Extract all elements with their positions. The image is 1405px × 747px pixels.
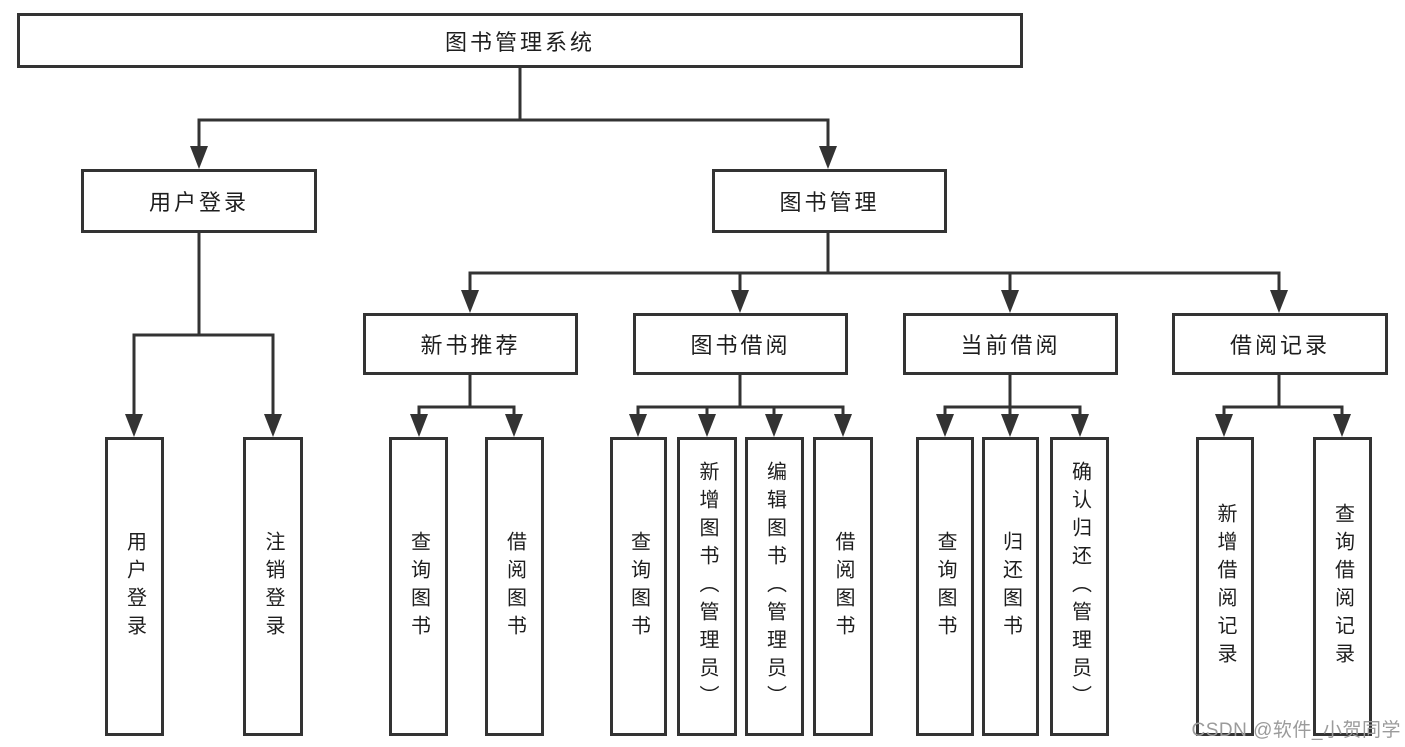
node-label: 查询图书 — [627, 530, 650, 643]
leaf-edit-book-admin: 编辑图书（管理员） — [745, 437, 804, 736]
leaf-query-borrow-record: 查询借阅记录 — [1313, 437, 1372, 736]
node-label: 借阅图书 — [832, 530, 854, 643]
leaf-return-books: 归还图书 — [982, 437, 1039, 736]
node-label: 用户登录 — [148, 190, 249, 215]
node-label: 查询借阅记录 — [1331, 502, 1354, 671]
leaf-add-borrow-record: 新增借阅记录 — [1196, 437, 1254, 736]
node-label: 查询图书 — [407, 530, 430, 643]
node-current-borrowing: 当前借阅 — [903, 313, 1118, 375]
leaf-query-books-recommend: 查询图书 — [389, 437, 448, 736]
leaf-query-books-borrow: 查询图书 — [610, 437, 667, 736]
node-label: 编辑图书（管理员） — [763, 460, 786, 713]
node-label: 借阅图书 — [503, 530, 526, 643]
node-label: 借阅记录 — [1229, 333, 1330, 358]
node-user-login: 用户登录 — [81, 169, 317, 233]
leaf-borrow-books-recommend: 借阅图书 — [485, 437, 544, 736]
node-label: 新增图书（管理员） — [696, 460, 718, 713]
node-new-book-recommendation: 新书推荐 — [363, 313, 578, 375]
node-label: 归还图书 — [999, 530, 1022, 643]
node-book-borrowing: 图书借阅 — [633, 313, 848, 375]
node-label: 查询图书 — [934, 530, 956, 643]
csdn-watermark: CSDN @软件_小贺同学 — [1191, 720, 1401, 741]
node-label: 图书借阅 — [690, 333, 791, 358]
leaf-borrow-books: 借阅图书 — [813, 437, 873, 736]
leaf-user-login: 用户登录 — [105, 437, 164, 736]
leaf-logout: 注销登录 — [243, 437, 303, 736]
leaf-add-book-admin: 新增图书（管理员） — [677, 437, 737, 736]
node-borrowing-records: 借阅记录 — [1172, 313, 1388, 375]
node-library-management-system: 图书管理系统 — [17, 13, 1023, 68]
node-label: 新书推荐 — [420, 333, 521, 358]
leaf-query-books-current: 查询图书 — [916, 437, 974, 736]
arrowheads — [125, 146, 1351, 437]
node-label: 新增借阅记录 — [1214, 502, 1236, 671]
node-label: 注销登录 — [262, 530, 284, 643]
leaf-confirm-return-admin: 确认归还（管理员） — [1050, 437, 1109, 736]
node-label: 图书管理系统 — [444, 29, 595, 55]
node-label: 当前借阅 — [960, 333, 1061, 358]
node-book-management: 图书管理 — [712, 169, 947, 233]
node-label: 图书管理 — [779, 190, 880, 215]
node-label: 用户登录 — [123, 530, 146, 643]
node-label: 确认归还（管理员） — [1068, 460, 1091, 713]
